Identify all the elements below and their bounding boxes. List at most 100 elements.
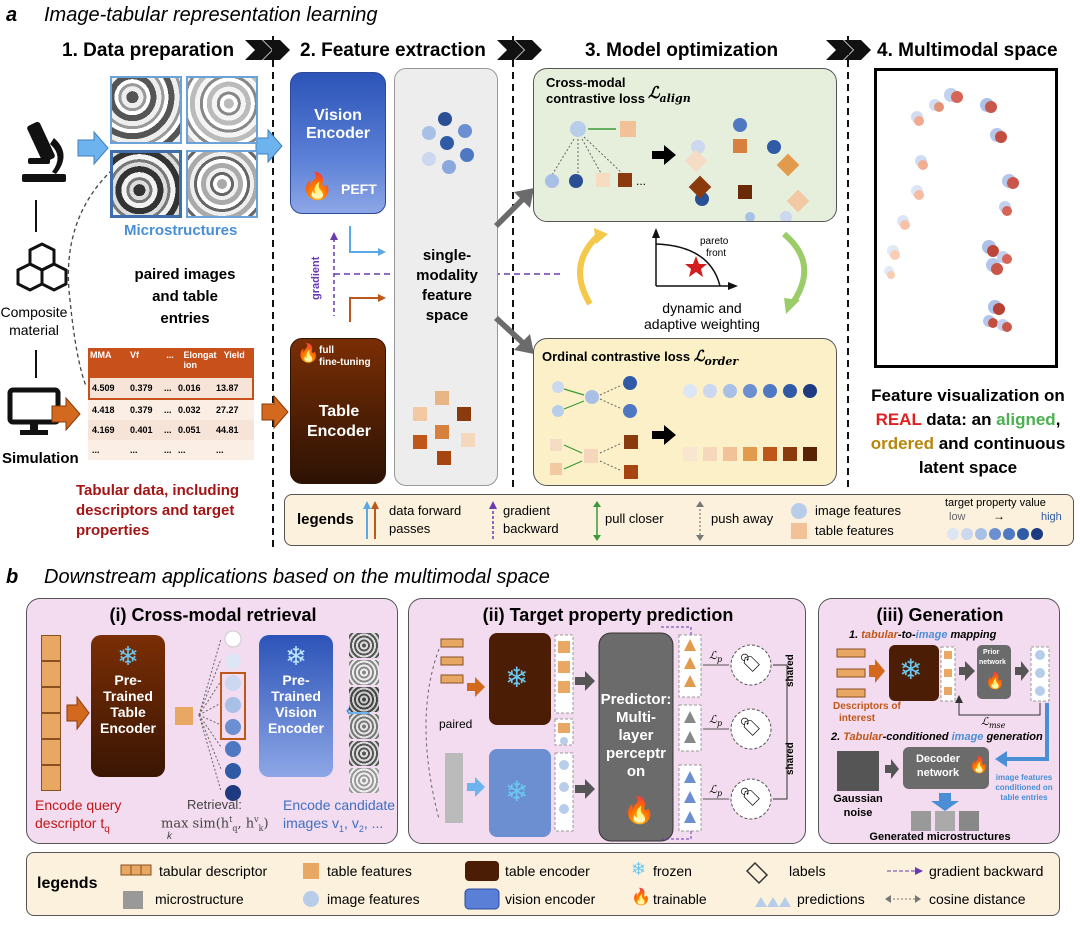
pretrained-table-4: Encoder <box>99 720 156 736</box>
lmse-label: ℒmse <box>981 715 1005 730</box>
predictor-5: on <box>626 763 646 780</box>
gen1-tab: tabular <box>861 629 898 641</box>
lp-sub: p <box>716 789 723 799</box>
encode-query-2: descriptor tq <box>35 815 110 835</box>
vision-encoder-label-2: Encoder <box>305 125 370 142</box>
snowflake-icon: ❄ <box>899 654 923 685</box>
legend-pull: pull closer <box>605 511 664 526</box>
tag-icon: 🏷 <box>739 787 762 807</box>
lmse-script: ℒ <box>981 715 989 728</box>
ordinal-label: Ordinal contrastive loss ℒorder <box>542 347 738 368</box>
to-optimization-arrows <box>494 188 534 354</box>
panel-a-title: Image-tabular representation learning <box>44 4 378 26</box>
legend-gradient-dots <box>947 528 1043 540</box>
flame-icon: 🔥 <box>985 673 1005 690</box>
legend-b: legends tabular descriptor microstructur… <box>26 852 1060 916</box>
retrieval-formula: max sim(htq, hvk) <box>161 815 269 833</box>
gen2-post: generation <box>983 731 1043 743</box>
table-encoder: 🔥 full fine-tuning Table Encoder <box>290 338 386 484</box>
query-descriptor-column <box>41 635 61 791</box>
composite-label-1: Composite <box>0 304 68 320</box>
microstructure-tile-3 <box>110 150 182 218</box>
prior-label-2: network <box>979 659 1006 666</box>
gen1-mid: -to- <box>897 629 916 641</box>
table-cell: 0.401 <box>130 425 153 435</box>
step3-title: 3. Model optimization <box>585 40 779 61</box>
pretrained-table-3: Table <box>110 704 146 720</box>
legend-labels: labels <box>789 863 826 879</box>
generation-title: (iii) Generation <box>876 605 1004 625</box>
legend-frozen: frozen <box>653 863 692 879</box>
table-row: 4.169 0.401 ... 0.051 44.81 <box>88 420 254 440</box>
table-cell: 0.379 <box>130 405 153 415</box>
retrieval-formula-close: ) <box>263 816 269 832</box>
input-arrows <box>51 128 289 432</box>
descriptors-2: interest <box>839 713 876 724</box>
legend-cosine: cosine distance <box>929 891 1026 907</box>
flame-icon: 🔥 <box>623 795 656 825</box>
table-cell: ... <box>216 445 224 455</box>
snowflake-icon: ❄ <box>505 776 529 807</box>
predictor-4: perceptr <box>605 745 667 762</box>
gen1-post: mapping <box>947 629 997 641</box>
lp-label-3: ℒp <box>709 783 722 798</box>
legend-push-icon <box>696 501 704 541</box>
l-align-sub: align <box>659 92 691 106</box>
descriptors-1: Descriptors of <box>833 701 901 712</box>
retrieval-formula-q: q <box>232 823 238 833</box>
legend-vision-encoder: vision encoder <box>505 891 596 907</box>
tabular-caption-3: properties <box>76 522 150 539</box>
decoder-2: network <box>916 767 960 779</box>
legend-low: low <box>949 511 966 523</box>
composite-label-2: material <box>9 322 59 338</box>
retrieval-formula-max: max sim(h <box>161 816 230 832</box>
aligned-label: aligned <box>996 410 1056 429</box>
paired-label: paired <box>439 717 473 731</box>
table-cell: ... <box>130 445 138 455</box>
single-modality-feature-space: single- modality feature space <box>394 68 498 486</box>
panel-b-title: Downstream applications based on the mul… <box>44 566 550 588</box>
l-align-symbol: ℒalign <box>648 83 691 105</box>
ordinal-label-text: Ordinal contrastive loss <box>542 349 691 364</box>
table-cell: ... <box>164 425 172 435</box>
step2-title: 2. Feature extraction <box>300 40 486 61</box>
legend-table-encoder: table encoder <box>505 863 590 879</box>
table-cell: 4.509 <box>92 383 115 393</box>
legend-push: push away <box>711 511 774 526</box>
shared-label-1: shared <box>785 654 796 687</box>
l-order-script: ℒ <box>693 347 705 365</box>
encode-query-text: descriptor t <box>35 815 105 831</box>
legend-image-features-b: image features <box>327 891 420 907</box>
predictor-3: layer <box>618 727 654 744</box>
flame-icon: 🔥 <box>631 889 651 906</box>
paired-text-2: and table <box>152 288 218 305</box>
gaussian-2: noise <box>843 807 873 819</box>
tag-icon: 🏷 <box>739 653 762 673</box>
gen-step-1: 1. tabular-to-image mapping <box>849 629 996 641</box>
table-cell: ... <box>164 405 172 415</box>
table-cell: ... <box>92 445 100 455</box>
pretrained-vision-encoder: ❄ Pre- Trained Vision Encoder <box>259 635 333 777</box>
tabular-data-table: MMA Vf ... Elongat ion Yield 4.509 0.379… <box>88 348 254 466</box>
table-cell: 44.81 <box>216 425 239 435</box>
legend-table-features-b: table features <box>327 863 412 879</box>
legend-forward-1: data forward <box>389 503 462 518</box>
retrieval-formula-k: k <box>258 823 264 833</box>
table-header-cell: Elongat ion <box>183 350 217 370</box>
feat-vis-text-3: , <box>1055 410 1061 429</box>
table-row: 4.509 0.379 ... 0.016 13.87 <box>88 376 254 400</box>
legend-target-value: target property value <box>945 497 1046 509</box>
legend-table-swatch <box>791 523 807 539</box>
predictor-1: Predictor: <box>600 691 672 708</box>
pretrained-vision-4: Encoder <box>267 720 324 736</box>
encode-cand-sub-1: 1 <box>339 823 345 834</box>
pretrained-table-2: Trained <box>103 688 153 704</box>
lp-script: ℒ <box>709 783 717 796</box>
panel-a-letter: a <box>6 4 18 26</box>
dynamic-label-1: dynamic and <box>662 300 742 316</box>
snowflake-icon: ❄ <box>117 641 139 671</box>
prior-label-1: Prior <box>983 649 1000 656</box>
gen2-mid: -conditioned <box>882 731 952 743</box>
encode-cand-text: images v <box>283 815 340 831</box>
generation-panel: (iii) Generation 1. tabular-to-image map… <box>818 598 1060 844</box>
